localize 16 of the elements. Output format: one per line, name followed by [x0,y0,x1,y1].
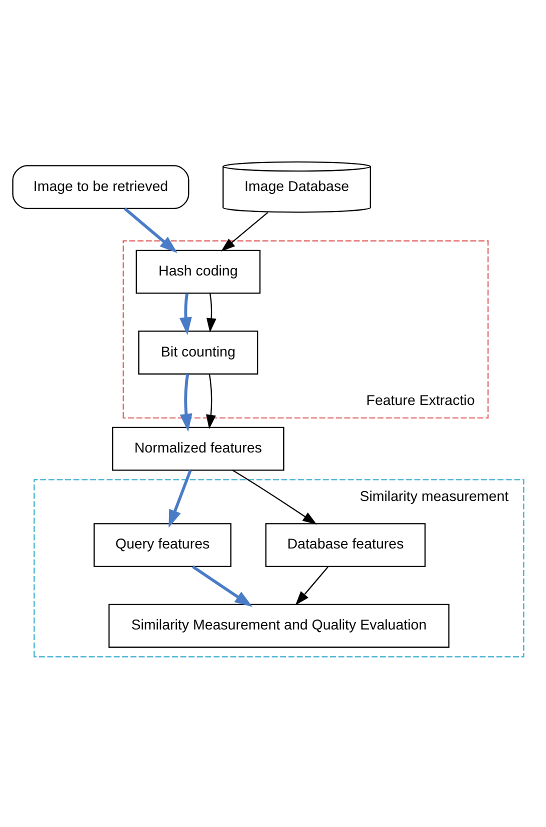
arrow [179,292,192,335]
node-box: Bit counting [138,330,258,374]
node-box: Hash coding [136,249,261,294]
arrow [206,374,216,429]
arrow [192,564,253,606]
arrow [168,469,192,528]
arrow [220,212,268,252]
node-box: Query features [94,522,232,567]
arrow [295,566,328,605]
node-box: Normalized features [112,426,284,470]
arrow [124,206,178,253]
arrow [206,293,216,332]
arrow [180,373,192,432]
node-box: Database features [265,522,426,567]
node-box: Similarity Measurement and Quality Evaluation [108,603,450,648]
node-box: Image to be retrieved [12,164,190,209]
